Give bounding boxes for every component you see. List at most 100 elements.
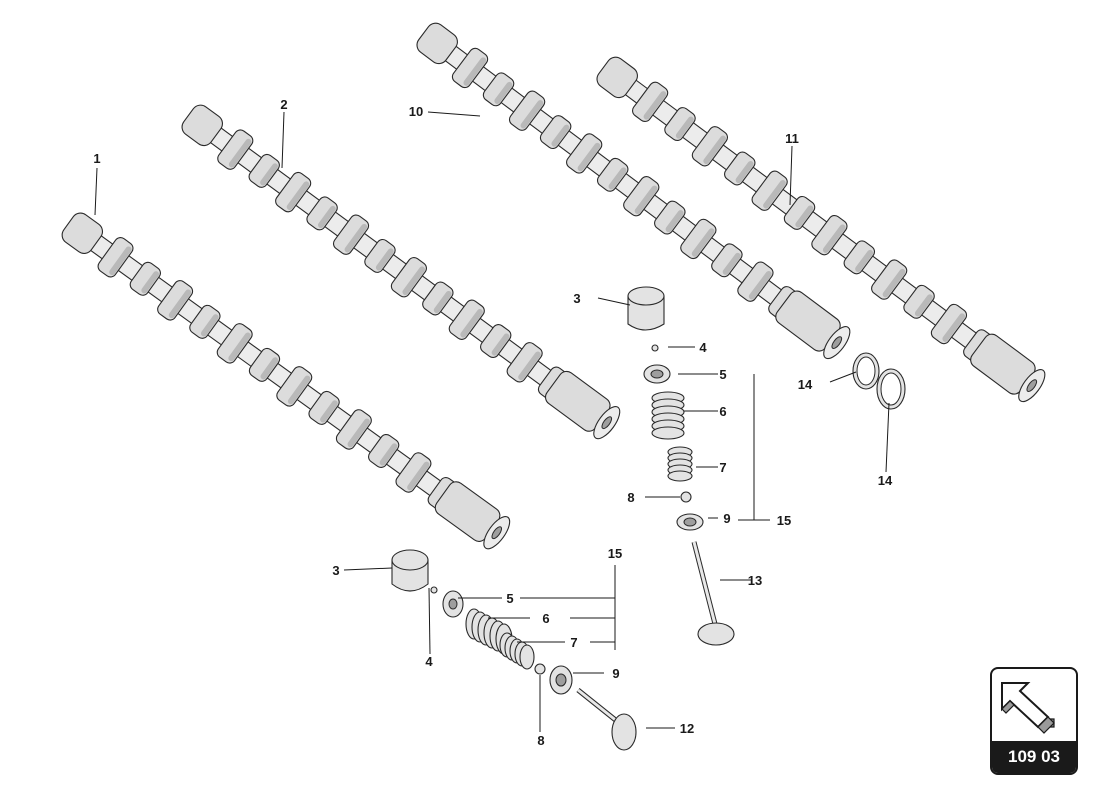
callout-c3a: 3 (573, 291, 580, 306)
callout-c3b: 3 (332, 563, 339, 578)
cam-lobe-shade (691, 228, 715, 257)
cam-lobe (332, 214, 370, 255)
callout-c7a: 7 (719, 460, 726, 475)
callout-c5b: 5 (506, 591, 513, 606)
leader-line (94, 167, 98, 216)
valve-head-12 (611, 713, 637, 751)
cam-end-bore (1026, 379, 1038, 393)
cam-lobe-shade (260, 163, 278, 186)
cam-lobe-shade (463, 57, 487, 86)
callout-c1: 1 (93, 151, 100, 166)
valve-stem-13-fill (692, 541, 717, 625)
camshafts-group (61, 22, 1046, 550)
cam-lobe (216, 323, 253, 364)
next-page-nav-button[interactable]: 109 03 (990, 667, 1078, 775)
cam-lobe (482, 72, 515, 107)
cam-lobe-shade (722, 252, 741, 275)
cam-lobe-shade (141, 271, 160, 294)
oring-14b-inner (880, 372, 902, 406)
cam-lobe-shade (407, 461, 430, 491)
cam-lobe-shade (402, 266, 426, 296)
cam-lobe-shade (855, 249, 874, 272)
valve-parts-group (391, 286, 906, 751)
cam-lobe-shade (942, 313, 966, 342)
cam-lobe (390, 257, 427, 298)
inner-spring-coil-lower (519, 644, 535, 670)
cam-lobe (422, 281, 454, 316)
cam-lobe-shade (763, 180, 786, 209)
cam-lobe (506, 342, 543, 383)
callout-c13: 13 (748, 573, 762, 588)
cam-lobe-shade (643, 91, 667, 120)
cam-lobe (654, 200, 686, 235)
cam-lobe (451, 47, 489, 89)
camshaft-2 (181, 104, 621, 440)
cam-lobe-shade (675, 116, 694, 139)
cam-lobe-shade (109, 246, 132, 276)
callout-c6a: 6 (719, 404, 726, 419)
cam-lobe (275, 171, 312, 213)
leader-line (427, 111, 481, 117)
cam-lobe (691, 126, 729, 167)
cam-lobe (596, 157, 629, 192)
cam-lobe-shade (228, 332, 251, 362)
callout-c2: 2 (280, 97, 287, 112)
spring-retainer-lower-hole (448, 598, 458, 610)
cam-lobe (364, 238, 396, 273)
callout-c15a: 15 (777, 513, 791, 528)
cam-lobe (335, 409, 372, 450)
cam-lobe-shade (287, 375, 311, 405)
cam-lobe-shade (228, 138, 252, 168)
cam-lobe-shade (286, 181, 310, 210)
callout-c8b: 8 (537, 733, 544, 748)
nav-arrow-area (992, 669, 1076, 741)
cam-lobe (448, 299, 485, 340)
cam-lobe-shade (168, 289, 192, 319)
cam-lobe (276, 366, 313, 407)
cam-end-bore (831, 336, 843, 349)
cam-lobe (189, 304, 221, 339)
cam-lobe-shade (520, 100, 544, 129)
leader-line (597, 297, 631, 306)
callout-c5a: 5 (719, 367, 726, 382)
bucket-tappet-upper-top (627, 286, 665, 306)
cam-lobe (248, 347, 281, 382)
cam-lobe-shade (822, 224, 846, 253)
valve-seal-lower (534, 663, 546, 675)
callout-c4b: 4 (425, 654, 433, 669)
camshaft-11-body (596, 56, 1046, 403)
valve-keeper-lower (430, 586, 438, 594)
callout-c6b: 6 (542, 611, 549, 626)
callout-c14b: 14 (878, 473, 893, 488)
cam-lobe-shade (914, 294, 933, 317)
spring-retainer-upper-hole (650, 369, 664, 379)
cam-lobe-shade (200, 314, 219, 337)
cam-lobe (632, 81, 669, 123)
cam-lobe (930, 303, 968, 345)
camshaft-10-body (416, 22, 851, 360)
oring-14a-inner (856, 356, 876, 386)
cam-lobe-shade (347, 418, 370, 448)
leader-line (789, 145, 793, 206)
cam-lobe-shade (551, 124, 570, 147)
valve-stem-12-fill (577, 688, 619, 724)
cam-lobe (97, 237, 134, 278)
cam-lobe-shade (491, 333, 510, 356)
callout-c12: 12 (680, 721, 694, 736)
callout-c9b: 9 (612, 666, 619, 681)
cam-front-hub (596, 56, 638, 99)
valve-head-13 (697, 622, 735, 646)
cam-lobe-shade (318, 205, 336, 229)
cam-lobe (508, 90, 546, 131)
callout-c4a: 4 (699, 340, 707, 355)
cam-lobe-shade (703, 135, 727, 165)
cam-front-hub (181, 104, 223, 147)
cam-lobe (248, 153, 280, 188)
cam-lobe-shade (882, 268, 906, 298)
inner-spring-coil-upper (667, 470, 693, 482)
cam-end-bore (601, 416, 613, 430)
callout-c10: 10 (409, 104, 423, 119)
bucket-tappet-lower-top (391, 549, 429, 571)
bucket-tappet-upper (627, 295, 665, 331)
